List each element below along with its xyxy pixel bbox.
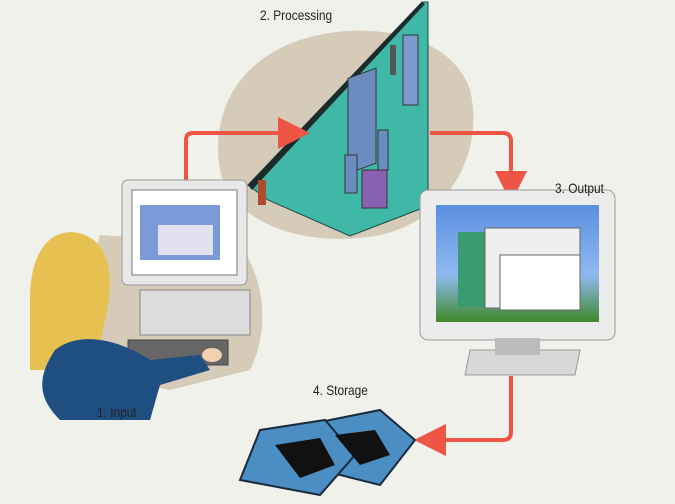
person-icon — [30, 232, 222, 420]
processing-label: 2. Processing — [260, 7, 333, 23]
arrow-output-to-storage — [414, 376, 513, 456]
output-label: 3. Output — [555, 180, 604, 196]
output-monitor-icon — [419, 189, 616, 376]
arrow-input-to-processing — [184, 117, 310, 240]
arrow-processing-to-output — [430, 131, 527, 203]
storage-device-icon — [238, 408, 417, 497]
input-label: 1. Input — [97, 404, 137, 420]
storage-label: 4. Storage — [313, 382, 368, 398]
